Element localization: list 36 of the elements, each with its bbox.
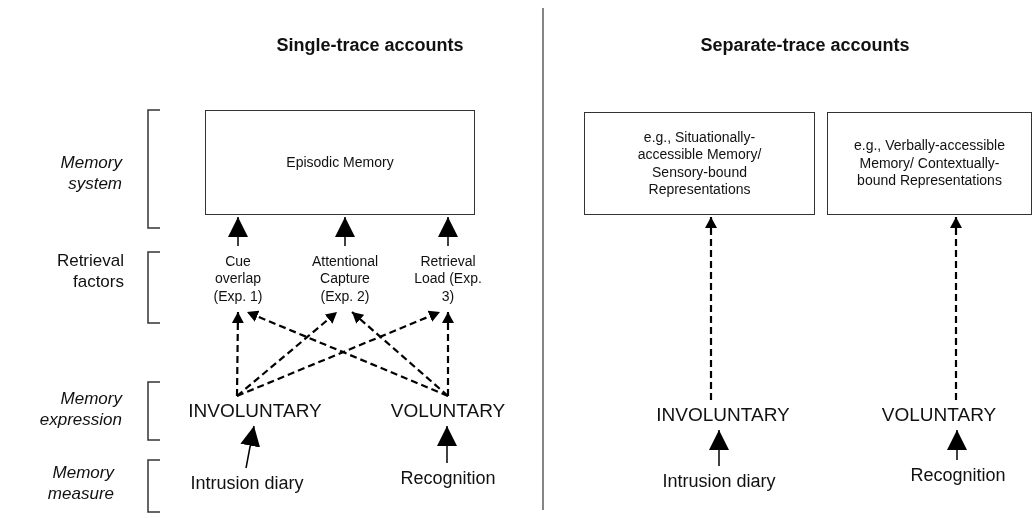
node-text: VOLUNTARY xyxy=(378,398,518,424)
arrow xyxy=(351,311,449,397)
box-text: Episodic Memory xyxy=(286,153,394,172)
node-text: Cue overlap (Exp. 1) xyxy=(206,248,270,310)
arrow xyxy=(236,311,338,397)
box-text: e.g., Verbally-accessible Memory/ Contextually-bound Representations xyxy=(854,137,1005,190)
row-label: Retrieval factors xyxy=(55,250,124,293)
arrow xyxy=(950,217,962,400)
arrow xyxy=(947,429,967,461)
arrow xyxy=(437,425,457,464)
row-label: Memory expression xyxy=(38,388,122,431)
node-text: Intrusion diary xyxy=(172,470,322,496)
arrow xyxy=(231,312,244,396)
node-text: Recognition xyxy=(388,465,508,491)
box-text: e.g., Situationally-accessible Memory/ Sensory-bound Representations xyxy=(636,128,763,199)
arrow xyxy=(709,429,729,467)
node-text: Recognition xyxy=(898,462,1018,488)
row-label: Memory measure xyxy=(46,462,114,505)
node-text: Retrieval Load (Exp. 3) xyxy=(410,248,486,310)
arrow xyxy=(438,216,458,247)
arrow xyxy=(240,425,261,469)
memory-box xyxy=(584,112,815,215)
arrow xyxy=(228,216,248,247)
section-heading: Separate-trace accounts xyxy=(699,34,911,57)
section-heading: Single-trace accounts xyxy=(275,34,465,57)
arrow xyxy=(442,312,454,396)
node-text: INVOLUNTARY xyxy=(172,398,338,424)
node-text: Attentional Capture (Exp. 2) xyxy=(303,248,387,310)
node-text: VOLUNTARY xyxy=(880,402,998,428)
memory-box xyxy=(205,110,475,215)
row-label: Memory system xyxy=(59,152,122,195)
arrow xyxy=(705,217,717,400)
node-text: INVOLUNTARY xyxy=(645,402,801,428)
memory-box xyxy=(827,112,1032,215)
node-text: Intrusion diary xyxy=(644,468,794,494)
arrow xyxy=(335,216,355,247)
